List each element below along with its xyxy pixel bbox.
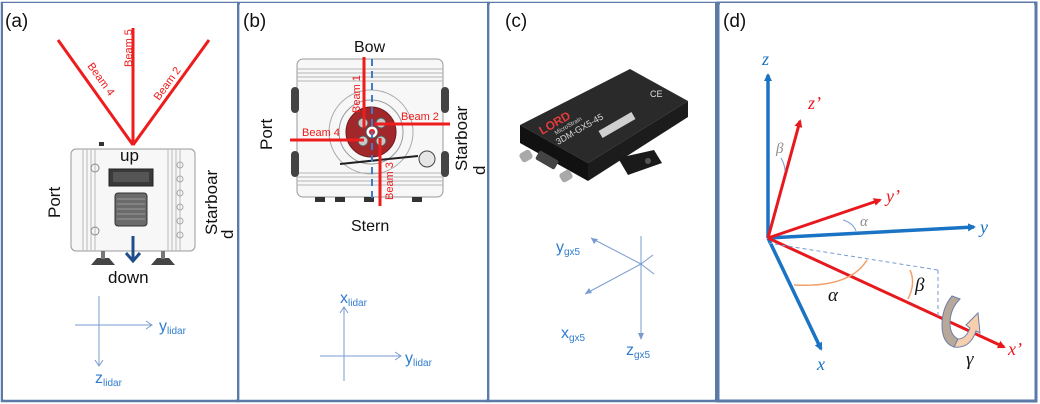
panel-b: (b) bbox=[240, 3, 487, 399]
panel-a: (a) Beam 4 Beam 5 Beam 2 bbox=[3, 3, 237, 399]
svg-text:CE: CE bbox=[650, 89, 663, 99]
up-label: up bbox=[120, 146, 139, 165]
panel-d-diagram: z z’ y’ y x x’ β α α β γ bbox=[761, 49, 1022, 374]
x-gx5-axis-label: xgx5 bbox=[561, 325, 586, 344]
alpha-label-gray: α bbox=[860, 214, 869, 230]
panel-d: (d) z z’ y’ y bbox=[720, 3, 1034, 399]
alpha-arc-orange bbox=[793, 259, 868, 287]
alpha-arc-gray bbox=[842, 219, 857, 232]
panel-b-diagram: Beam 1 Beam 2 Beam 3 Beam 4 Bow Stern Po… bbox=[257, 39, 487, 381]
z-prime-axis-label: z’ bbox=[807, 93, 821, 113]
y-gx5-axis-label: ygx5 bbox=[556, 239, 581, 258]
lidar-axes-side bbox=[75, 296, 153, 367]
x-prime-axis bbox=[767, 236, 1006, 349]
stern-label: Stern bbox=[351, 218, 389, 235]
z-lidar-axis-label: zlidar bbox=[95, 370, 123, 389]
x-axis bbox=[766, 237, 823, 351]
panel-b-label: (b) bbox=[243, 11, 267, 32]
starboard-label-2: d bbox=[218, 230, 237, 239]
beta-label: β bbox=[914, 275, 925, 296]
beta-arc-gray bbox=[780, 157, 786, 172]
beam-3-label: Beam 3 bbox=[384, 162, 396, 200]
gamma-label: γ bbox=[966, 349, 974, 370]
gx5-axes bbox=[584, 236, 655, 340]
z-prime-axis bbox=[766, 119, 803, 239]
projection-dashed-line bbox=[767, 242, 939, 271]
beta-arc-orange bbox=[907, 269, 914, 300]
panel-a-diagram: Beam 4 Beam 5 Beam 2 bbox=[45, 28, 237, 389]
beam-4-label: Beam 4 bbox=[85, 61, 117, 99]
beam-1-label: Beam 1 bbox=[351, 75, 363, 113]
z-gx5-axis-label: zgx5 bbox=[626, 342, 651, 361]
starboard-label-2: d bbox=[470, 166, 487, 175]
panel-d-label: (d) bbox=[723, 11, 747, 32]
x-lidar-axis-label: xlidar bbox=[340, 290, 368, 309]
beam-2-label: Beam 2 bbox=[401, 111, 439, 123]
lidar-top-view-icon bbox=[291, 58, 449, 202]
y-lidar-axis-label: ylidar bbox=[405, 350, 433, 369]
beam-5-label: Beam 5 bbox=[123, 29, 135, 67]
panel-c: (c) LORD MicroStrain 3DM-GX5-45 CE bbox=[490, 3, 715, 399]
lidar-axes-top bbox=[320, 306, 402, 381]
y-axis bbox=[767, 223, 976, 240]
y-prime-axis-label: y’ bbox=[884, 186, 900, 206]
beam-4-label: Beam 4 bbox=[302, 127, 340, 139]
beam-2-line bbox=[131, 39, 211, 146]
down-label: down bbox=[108, 268, 149, 287]
panel-c-diagram: LORD MicroStrain 3DM-GX5-45 CE ygx5 xgx5… bbox=[519, 69, 688, 361]
starboard-label-1: Starboar bbox=[202, 169, 221, 235]
beam-4-line bbox=[56, 39, 135, 146]
port-label: Port bbox=[257, 119, 276, 150]
starboard-label-1: Starboar bbox=[452, 105, 471, 171]
x-prime-axis-label: x’ bbox=[1007, 339, 1022, 359]
port-label: Port bbox=[45, 187, 64, 218]
panel-a-label: (a) bbox=[5, 11, 29, 32]
y-lidar-axis-label: ylidar bbox=[159, 318, 187, 337]
y-axis-label: y bbox=[978, 217, 988, 237]
y-prime-axis bbox=[767, 198, 882, 240]
panel-c-label: (c) bbox=[505, 11, 528, 32]
imu-device-icon: LORD MicroStrain 3DM-GX5-45 CE bbox=[519, 69, 688, 183]
gamma-rotation-arrow-icon bbox=[941, 295, 981, 348]
bow-label: Bow bbox=[354, 39, 386, 56]
z-axis-label: z bbox=[761, 49, 769, 69]
beta-label-gray: β bbox=[775, 141, 784, 157]
alpha-label: α bbox=[828, 285, 839, 306]
x-axis-label: x bbox=[816, 354, 825, 374]
